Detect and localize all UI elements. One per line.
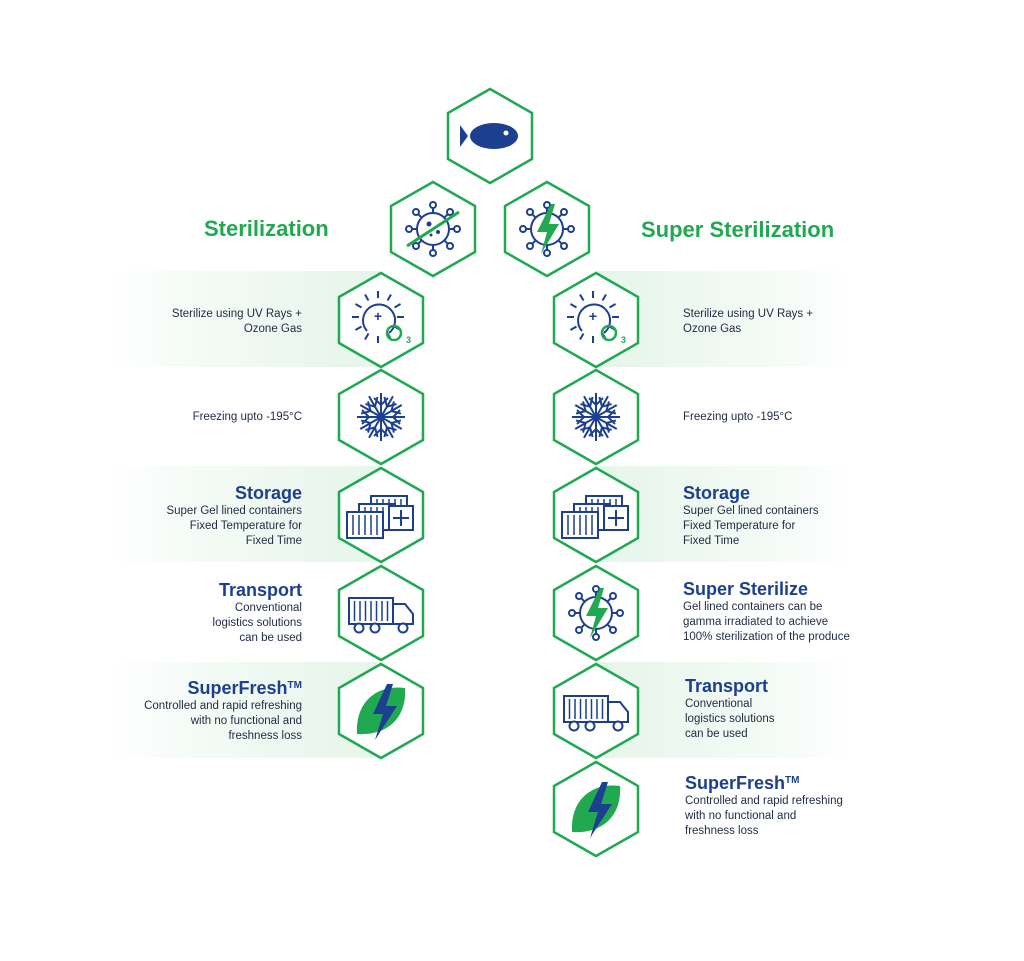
truck-icon [552,662,640,760]
sterilization-title: Sterilization [204,216,329,241]
left-step-2-text: Freezing upto -195°C [193,410,302,425]
step-title: Transport [685,676,769,696]
right-step-5-text: Transport Conventional logistics solutio… [685,675,774,742]
svg-text:+: + [374,308,382,324]
left-step-hex-4 [337,564,425,662]
sun-ozone-icon: +3 [552,271,640,369]
desc-line: Super Gel lined containers [683,505,819,517]
desc-line: Ozone Gas [243,323,302,335]
desc-line: logistics solutions [685,713,775,725]
right-step-hex-3 [552,466,640,564]
step-title: Storage [683,483,751,503]
desc-line: Ozone Gas [683,323,742,335]
step-title-text: SuperFresh [187,678,288,698]
right-step-hex-6 [552,760,640,858]
desc-line: with no functional and [190,715,302,727]
desc-line: freshness loss [685,825,759,837]
svg-text:3: 3 [406,335,411,345]
left-step-5-text: SuperFreshTM Controlled and rapid refres… [144,675,302,744]
right-step-3-text: Storage Super Gel lined containers Fixed… [683,482,819,549]
desc-line: Fixed Time [245,535,302,547]
left-band-5 [110,662,380,758]
left-band-3 [110,466,380,562]
containers-icon [552,466,640,564]
desc-line: Conventional [685,698,753,710]
super-sterilization-hex [503,180,591,278]
left-step-hex-2 [337,368,425,466]
svg-text:+: + [589,308,597,324]
desc-line: Controlled and rapid refreshing [685,795,843,807]
right-step-hex-2 [552,368,640,466]
snowflake-icon [552,368,640,466]
right-step-6-text: SuperFreshTM Controlled and rapid refres… [685,770,843,839]
desc-line: Gel lined containers can be [683,601,823,613]
left-step-hex-3 [337,466,425,564]
snowflake-icon [337,368,425,466]
desc-line: Fixed Temperature for [683,520,796,532]
virus-bolt-icon [552,564,640,662]
desc-line: can be used [685,728,748,740]
desc-line: Controlled and rapid refreshing [144,700,302,712]
desc-line: Sterilize using UV Rays + [171,308,302,320]
step-title-text: SuperFresh [685,773,786,793]
fish-hex [446,87,534,185]
left-step-4-text: Transport Conventional logistics solutio… [213,579,302,646]
left-band-1 [110,271,380,367]
right-step-2-text: Freezing upto -195°C [683,410,792,425]
right-step-1-text: Sterilize using UV Rays + Ozone Gas [683,307,813,337]
desc-line: can be used [239,632,302,644]
desc-line: Fixed Time [683,535,740,547]
step-title: Super Sterilize [683,579,809,599]
desc-line: with no functional and [685,810,797,822]
trademark: TM [287,680,302,691]
desc-line: Sterilize using UV Rays + [683,308,814,320]
step-title: SuperFreshTM [144,675,302,699]
step-title: SuperFreshTM [685,770,843,794]
leaf-bolt-icon [552,760,640,858]
left-step-hex-1: +3 [337,271,425,369]
desc-line: Super Gel lined containers [166,505,302,517]
step-title: Transport [218,580,302,600]
right-step-4-text: Super Sterilize Gel lined containers can… [683,578,850,645]
desc-line: Freezing upto -195°C [192,411,302,423]
trademark: TM [785,775,800,786]
desc-line: 100% sterilization of the produce [683,631,850,643]
svg-text:3: 3 [621,335,626,345]
left-step-1-text: Sterilize using UV Rays + Ozone Gas [172,307,302,337]
desc-line: logistics solutions [212,617,302,629]
left-step-3-text: Storage Super Gel lined containers Fixed… [166,482,302,549]
left-step-hex-5 [337,662,425,760]
super-sterilization-title: Super Sterilization [641,217,835,242]
desc-line: gamma irradiated to achieve [683,616,829,628]
fish-icon [446,87,534,185]
sun-ozone-icon: +3 [337,271,425,369]
sterilization-hex [389,180,477,278]
truck-icon [337,564,425,662]
containers-icon [337,466,425,564]
step-title: Storage [234,483,302,503]
virus-bolt-icon [503,180,591,278]
virus-slash-icon [389,180,477,278]
desc-line: Freezing upto -195°C [683,411,793,423]
leaf-bolt-icon [337,662,425,760]
right-step-hex-4 [552,564,640,662]
desc-line: Fixed Temperature for [189,520,302,532]
right-step-hex-5 [552,662,640,760]
desc-line: freshness loss [228,730,302,742]
desc-line: Conventional [234,602,302,614]
right-step-hex-1: +3 [552,271,640,369]
